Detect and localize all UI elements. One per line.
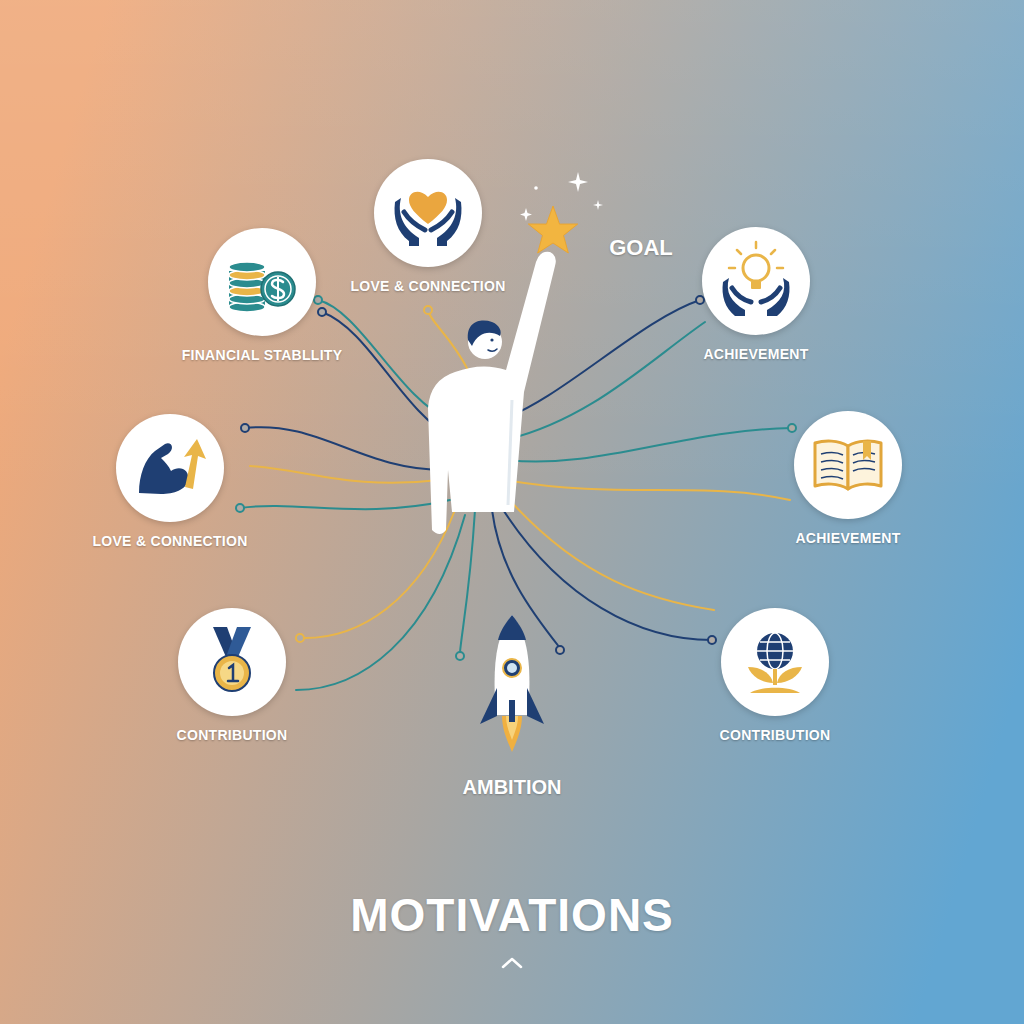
icon-node: CONTRIBUTION [114, 607, 350, 743]
icon-circle [115, 413, 225, 523]
circle-shape [702, 227, 810, 335]
goal-label: GOAL [609, 235, 673, 261]
icon-symbol [815, 441, 881, 489]
node-label: ACHIEVEMENT [730, 530, 966, 546]
icon-circle [177, 607, 287, 717]
icon-node: ACHIEVEMENT [638, 226, 874, 362]
node-label: LOVE & CONNECTION [310, 278, 546, 294]
person-figure [428, 252, 556, 534]
icon-circle [793, 410, 903, 520]
ambition-label: AMBITION [463, 776, 562, 799]
icon-symbol [395, 192, 462, 246]
icon-node: CONTRIBUTION [657, 607, 893, 743]
icon-symbol [213, 627, 251, 691]
rocket-illustration [480, 615, 544, 752]
icon-node: FINANCIAL STABLLITY [144, 227, 380, 363]
circle-shape [116, 414, 224, 522]
circle-shape [721, 608, 829, 716]
circle-shape [374, 159, 482, 267]
circle-shape [208, 228, 316, 336]
icon-circle [207, 227, 317, 337]
icon-circle [701, 226, 811, 336]
icon-symbol [139, 439, 206, 494]
goal-star [520, 172, 603, 253]
icon-circle [373, 158, 483, 268]
icon-node: LOVE & CONNECTION [310, 158, 546, 294]
diagram-title: MOTIVATIONS [0, 888, 1024, 943]
node-label: ACHIEVEMENT [638, 346, 874, 362]
icon-circle [720, 607, 830, 717]
icon-symbol [229, 262, 295, 312]
chevron-mark [503, 959, 521, 967]
node-label: CONTRIBUTION [114, 727, 350, 743]
node-label: LOVE & CONNECTION [52, 533, 288, 549]
icon-symbol [723, 242, 790, 316]
node-label: CONTRIBUTION [657, 727, 893, 743]
icon-symbol [748, 633, 802, 693]
node-label: FINANCIAL STABLLITY [144, 347, 380, 363]
circle-shape [178, 608, 286, 716]
circle-shape [794, 411, 902, 519]
icon-node: ACHIEVEMENT [730, 410, 966, 546]
icon-node: LOVE & CONNECTION [52, 413, 288, 549]
